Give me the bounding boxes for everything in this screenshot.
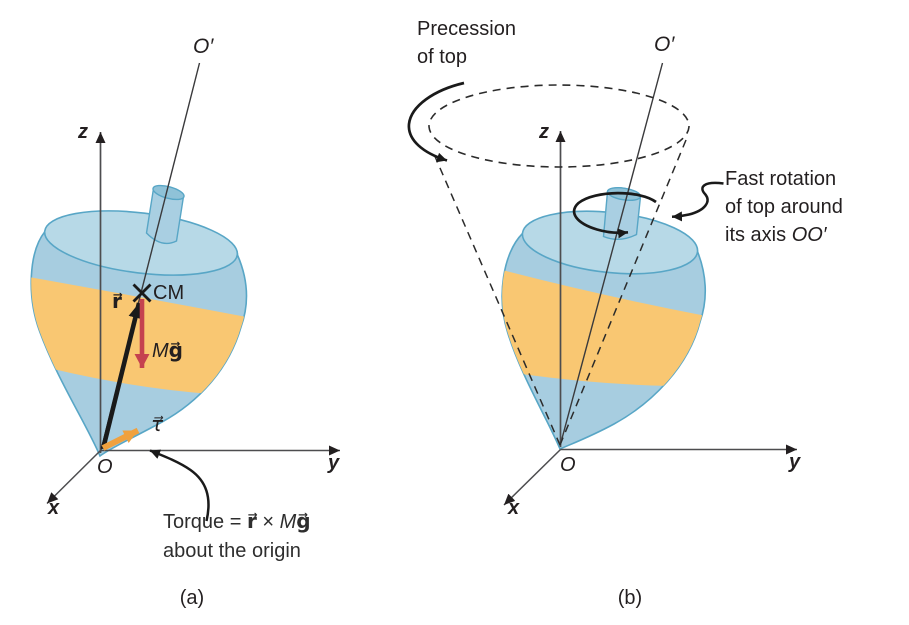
- torque-vector-arrow: [101, 427, 140, 451]
- fast-rotation-label-line1: Fast rotation: [725, 168, 837, 190]
- top-stripe-a: [31, 275, 247, 396]
- precession-label-line2: of top: [417, 46, 468, 68]
- precession-label-line1: Precession: [417, 18, 516, 40]
- x-axis-label-b: x: [508, 497, 520, 519]
- r-vector-arrow: [100, 302, 143, 450]
- torque-annotation-line1: Torque = r⃗ × Mg⃗: [163, 510, 311, 533]
- torque-annotation-r: r⃗: [246, 509, 257, 533]
- cm-cross-marker: [132, 283, 152, 303]
- fast-rotation-line3-axis: OO′: [791, 224, 827, 246]
- torque-annotation-line2: about the origin: [163, 540, 301, 562]
- precession-direction-arrow: [407, 81, 465, 163]
- torque-annotation-times: ×: [256, 511, 280, 533]
- caption-a: (a): [179, 587, 205, 609]
- weight-label-g: g⃗: [168, 338, 183, 362]
- axis-oo-prime-b: [559, 62, 664, 447]
- panel-b-graphics: [407, 62, 797, 506]
- torque-vector-label: τ⃗: [151, 412, 164, 436]
- fast-rotation-label-line3: its axis OO′: [725, 224, 827, 246]
- caption-b: (b): [617, 587, 643, 609]
- x-axis-a: [46, 449, 102, 505]
- top-face-a: [43, 210, 239, 276]
- axis-endpoint-label-b: O′: [654, 33, 675, 56]
- r-vector-label: r⃗: [112, 289, 122, 313]
- origin-label-b: O: [560, 454, 576, 476]
- x-axis-label-a: x: [48, 497, 60, 519]
- y-axis-label-b: y: [789, 451, 801, 473]
- z-axis-label-b: z: [539, 121, 549, 143]
- fast-rotation-line3-prefix: its axis: [725, 224, 792, 246]
- fast-rotation-label-line2: of top around: [725, 196, 843, 218]
- axis-endpoint-label-a: O′: [193, 35, 214, 58]
- panel-a-graphics: [30, 62, 340, 522]
- y-axis-label-a: y: [328, 452, 340, 474]
- torque-callout-arrow: [149, 449, 210, 522]
- x-axis-b: [503, 448, 562, 506]
- fast-rotation-callout-arrow: [671, 181, 724, 222]
- torque-annotation-g: g⃗: [296, 509, 311, 533]
- stem-top-a: [152, 184, 185, 201]
- cm-label: CM: [153, 282, 185, 304]
- z-axis-label-a: z: [78, 121, 88, 143]
- torque-annotation-M: M: [279, 511, 297, 533]
- top-stripe-b: [502, 265, 706, 387]
- spin-direction-arrow: [572, 191, 657, 239]
- torque-annotation-prefix: Torque =: [163, 511, 247, 533]
- origin-label-a: O: [97, 456, 113, 478]
- weight-label-M: M: [152, 340, 169, 362]
- precession-cone-left-edge: [432, 152, 561, 446]
- precession-cone-ellipse: [428, 84, 690, 168]
- weight-vector-label: Mg⃗: [152, 339, 183, 362]
